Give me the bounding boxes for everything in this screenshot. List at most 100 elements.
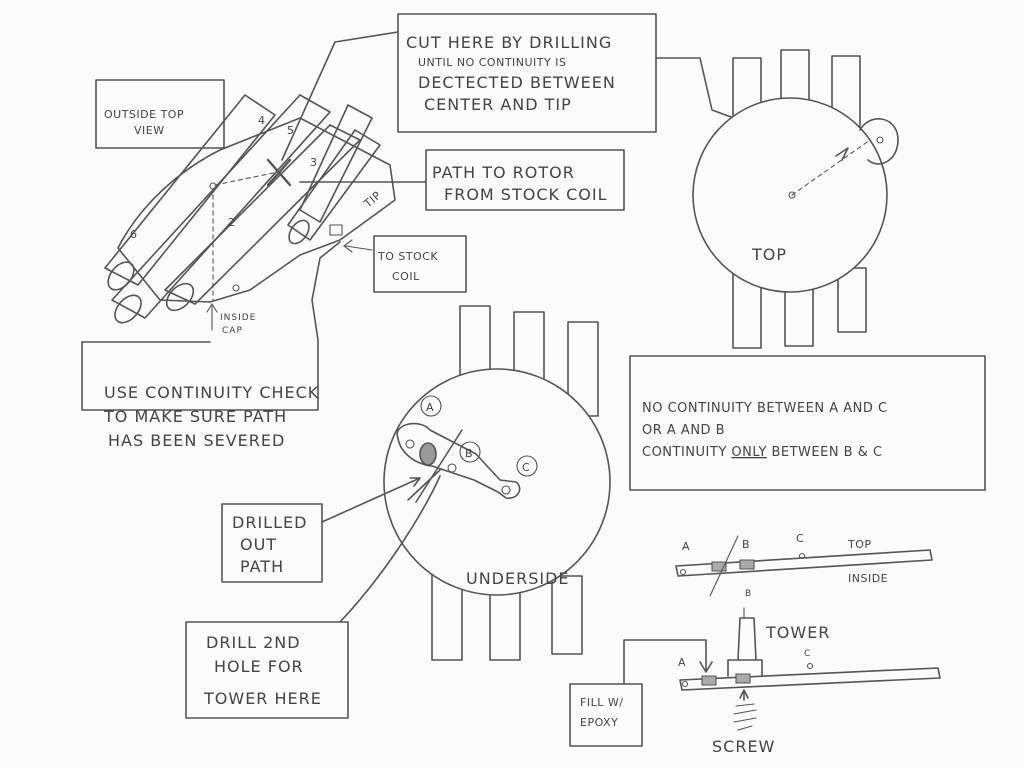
label-a-circle bbox=[420, 395, 442, 417]
tower-3-end bbox=[288, 219, 310, 245]
drill-line-2 bbox=[407, 469, 441, 501]
drilled-out-path-line1: DRILLED bbox=[232, 513, 307, 532]
drill-line-1 bbox=[415, 429, 463, 503]
to-stock-coil-line1: TO STOCK bbox=[377, 250, 438, 263]
cut-x-mark bbox=[266, 158, 292, 187]
drill-2nd-hole-line3: TOWER HERE bbox=[203, 689, 322, 708]
fill-epoxy-line2: EPOXY bbox=[580, 716, 618, 729]
section-top-label-a: A bbox=[682, 540, 690, 553]
drilled-out-path-box bbox=[221, 503, 323, 583]
outside-top-view-line2: VIEW bbox=[134, 124, 165, 137]
underside-rotor-path bbox=[396, 422, 521, 499]
section-inside-label: INSIDE bbox=[848, 572, 888, 585]
top-view-cut-arrow bbox=[835, 147, 849, 161]
continuity-check-bracket bbox=[81, 241, 341, 411]
tower-5-body bbox=[299, 104, 373, 223]
section-tower-label-b: B bbox=[745, 589, 752, 599]
continuity-note-line2: OR A AND B bbox=[642, 423, 725, 438]
inside-cap-line1: INSIDE bbox=[220, 313, 256, 323]
section-bottom-label-c: C bbox=[804, 649, 811, 659]
tower-number-5: 5 bbox=[287, 124, 295, 137]
screw-label: SCREW bbox=[712, 737, 775, 756]
tower-2-body bbox=[111, 94, 331, 319]
section-top-plug-2 bbox=[739, 559, 755, 570]
underside-label-b: B bbox=[465, 447, 473, 460]
drill-2nd-hole-line2: HOLE FOR bbox=[214, 657, 304, 676]
continuity-note-line3-prefix: CONTINUITY bbox=[642, 445, 727, 460]
screw-drawing bbox=[733, 703, 757, 731]
tower-base bbox=[727, 659, 763, 677]
point-b-marker bbox=[447, 463, 457, 473]
inside-point bbox=[232, 284, 240, 292]
to-stock-coil-box bbox=[373, 235, 467, 293]
drilled-out-path-line3: PATH bbox=[240, 557, 284, 576]
cut-here-line1: CUT HERE BY DRILLING bbox=[406, 33, 612, 52]
label-c-circle bbox=[516, 455, 538, 477]
tower-2-end bbox=[114, 294, 142, 324]
underside-view-drawing: A B C UNDERSIDE bbox=[383, 305, 611, 661]
underside-tower-6 bbox=[551, 575, 583, 655]
drill-2nd-hole-box bbox=[185, 621, 349, 719]
to-stock-coil-arrow bbox=[343, 239, 373, 253]
outside-top-view-line1: OUTSIDE TOP bbox=[104, 108, 184, 121]
drill-2nd-hole-note: DRILL 2ND HOLE FOR TOWER HERE bbox=[185, 475, 441, 719]
tower-shaft bbox=[737, 617, 757, 661]
tip-label: TIP bbox=[361, 189, 384, 211]
cross-section-drawing: A B C TOP INSIDE B A C TOWER SCREW FILL … bbox=[569, 532, 941, 756]
top-view-dashed-path bbox=[791, 139, 871, 196]
inside-cap-line2: CAP bbox=[222, 326, 243, 336]
section-bar-bottom bbox=[679, 667, 941, 691]
continuity-check-line3: HAS BEEN SEVERED bbox=[108, 431, 285, 450]
continuity-note-line3-suffix: BETWEEN B & C bbox=[771, 445, 882, 460]
fill-epoxy-box bbox=[569, 683, 643, 747]
path-to-rotor-note: PATH TO ROTOR FROM STOCK COIL bbox=[299, 149, 625, 211]
section-bar-top bbox=[675, 549, 933, 577]
top-view-cap-circle bbox=[692, 97, 888, 293]
drilled-out-path-leader bbox=[321, 477, 421, 523]
drill-2nd-hole-leader bbox=[339, 475, 441, 623]
continuity-check-line1: USE CONTINUITY CHECK bbox=[104, 383, 319, 402]
continuity-note-line3: CONTINUITY ONLY BETWEEN B & C bbox=[642, 445, 883, 460]
drilled-out-path-note: DRILLED OUT PATH bbox=[221, 477, 421, 583]
tower-number-3: 3 bbox=[310, 156, 318, 169]
tower-front-body bbox=[164, 124, 361, 305]
tower-6-body bbox=[104, 94, 276, 286]
cap-body-outline bbox=[117, 117, 396, 303]
section-top-plug-1 bbox=[711, 561, 727, 572]
top-view-center bbox=[788, 191, 796, 199]
continuity-note-line3-emph: ONLY bbox=[731, 445, 766, 460]
continuity-check-note: USE CONTINUITY CHECK TO MAKE SURE PATH H… bbox=[81, 241, 341, 450]
tower-number-6: 6 bbox=[130, 228, 138, 241]
section-bottom-plug-2 bbox=[735, 673, 751, 684]
section-bottom-point-c bbox=[806, 662, 814, 670]
top-view-tip-point bbox=[876, 136, 884, 144]
section-top-point-c bbox=[798, 552, 806, 560]
internal-path-dashed bbox=[214, 171, 279, 186]
cut-here-leader-left bbox=[281, 31, 399, 161]
underside-label-c: C bbox=[522, 461, 530, 474]
section-top-small-label: TOP bbox=[847, 538, 872, 551]
point-a-marker bbox=[405, 439, 415, 449]
drilled-hole bbox=[419, 442, 437, 466]
cut-here-line4: CENTER AND TIP bbox=[424, 95, 572, 114]
tower-front-end bbox=[165, 282, 195, 312]
tower-3-body bbox=[287, 129, 381, 241]
inside-cap-arrow bbox=[206, 303, 218, 331]
section-bottom-point-a bbox=[681, 680, 689, 688]
fill-epoxy-line1: FILL W/ bbox=[580, 696, 623, 709]
point-c-marker bbox=[501, 485, 511, 495]
screw-arrow bbox=[739, 689, 749, 701]
outside-top-view-box bbox=[95, 79, 225, 149]
tower-number-2: 2 bbox=[228, 216, 236, 229]
drill-2nd-hole-line1: DRILL 2ND bbox=[206, 633, 301, 652]
tip-nub bbox=[329, 224, 343, 236]
continuity-note-line1: NO CONTINUITY BETWEEN A AND C bbox=[642, 401, 888, 416]
label-b-circle bbox=[459, 441, 481, 463]
cut-here-line2: UNTIL NO CONTINUITY IS bbox=[418, 56, 566, 69]
cut-here-line3: DECTECTED BETWEEN bbox=[418, 73, 616, 92]
to-stock-coil-note: TO STOCK COIL bbox=[343, 235, 467, 293]
underside-label: UNDERSIDE bbox=[466, 569, 570, 588]
continuity-note: NO CONTINUITY BETWEEN A AND C OR A AND B… bbox=[629, 355, 986, 491]
continuity-check-line2: TO MAKE SURE PATH bbox=[103, 407, 287, 426]
